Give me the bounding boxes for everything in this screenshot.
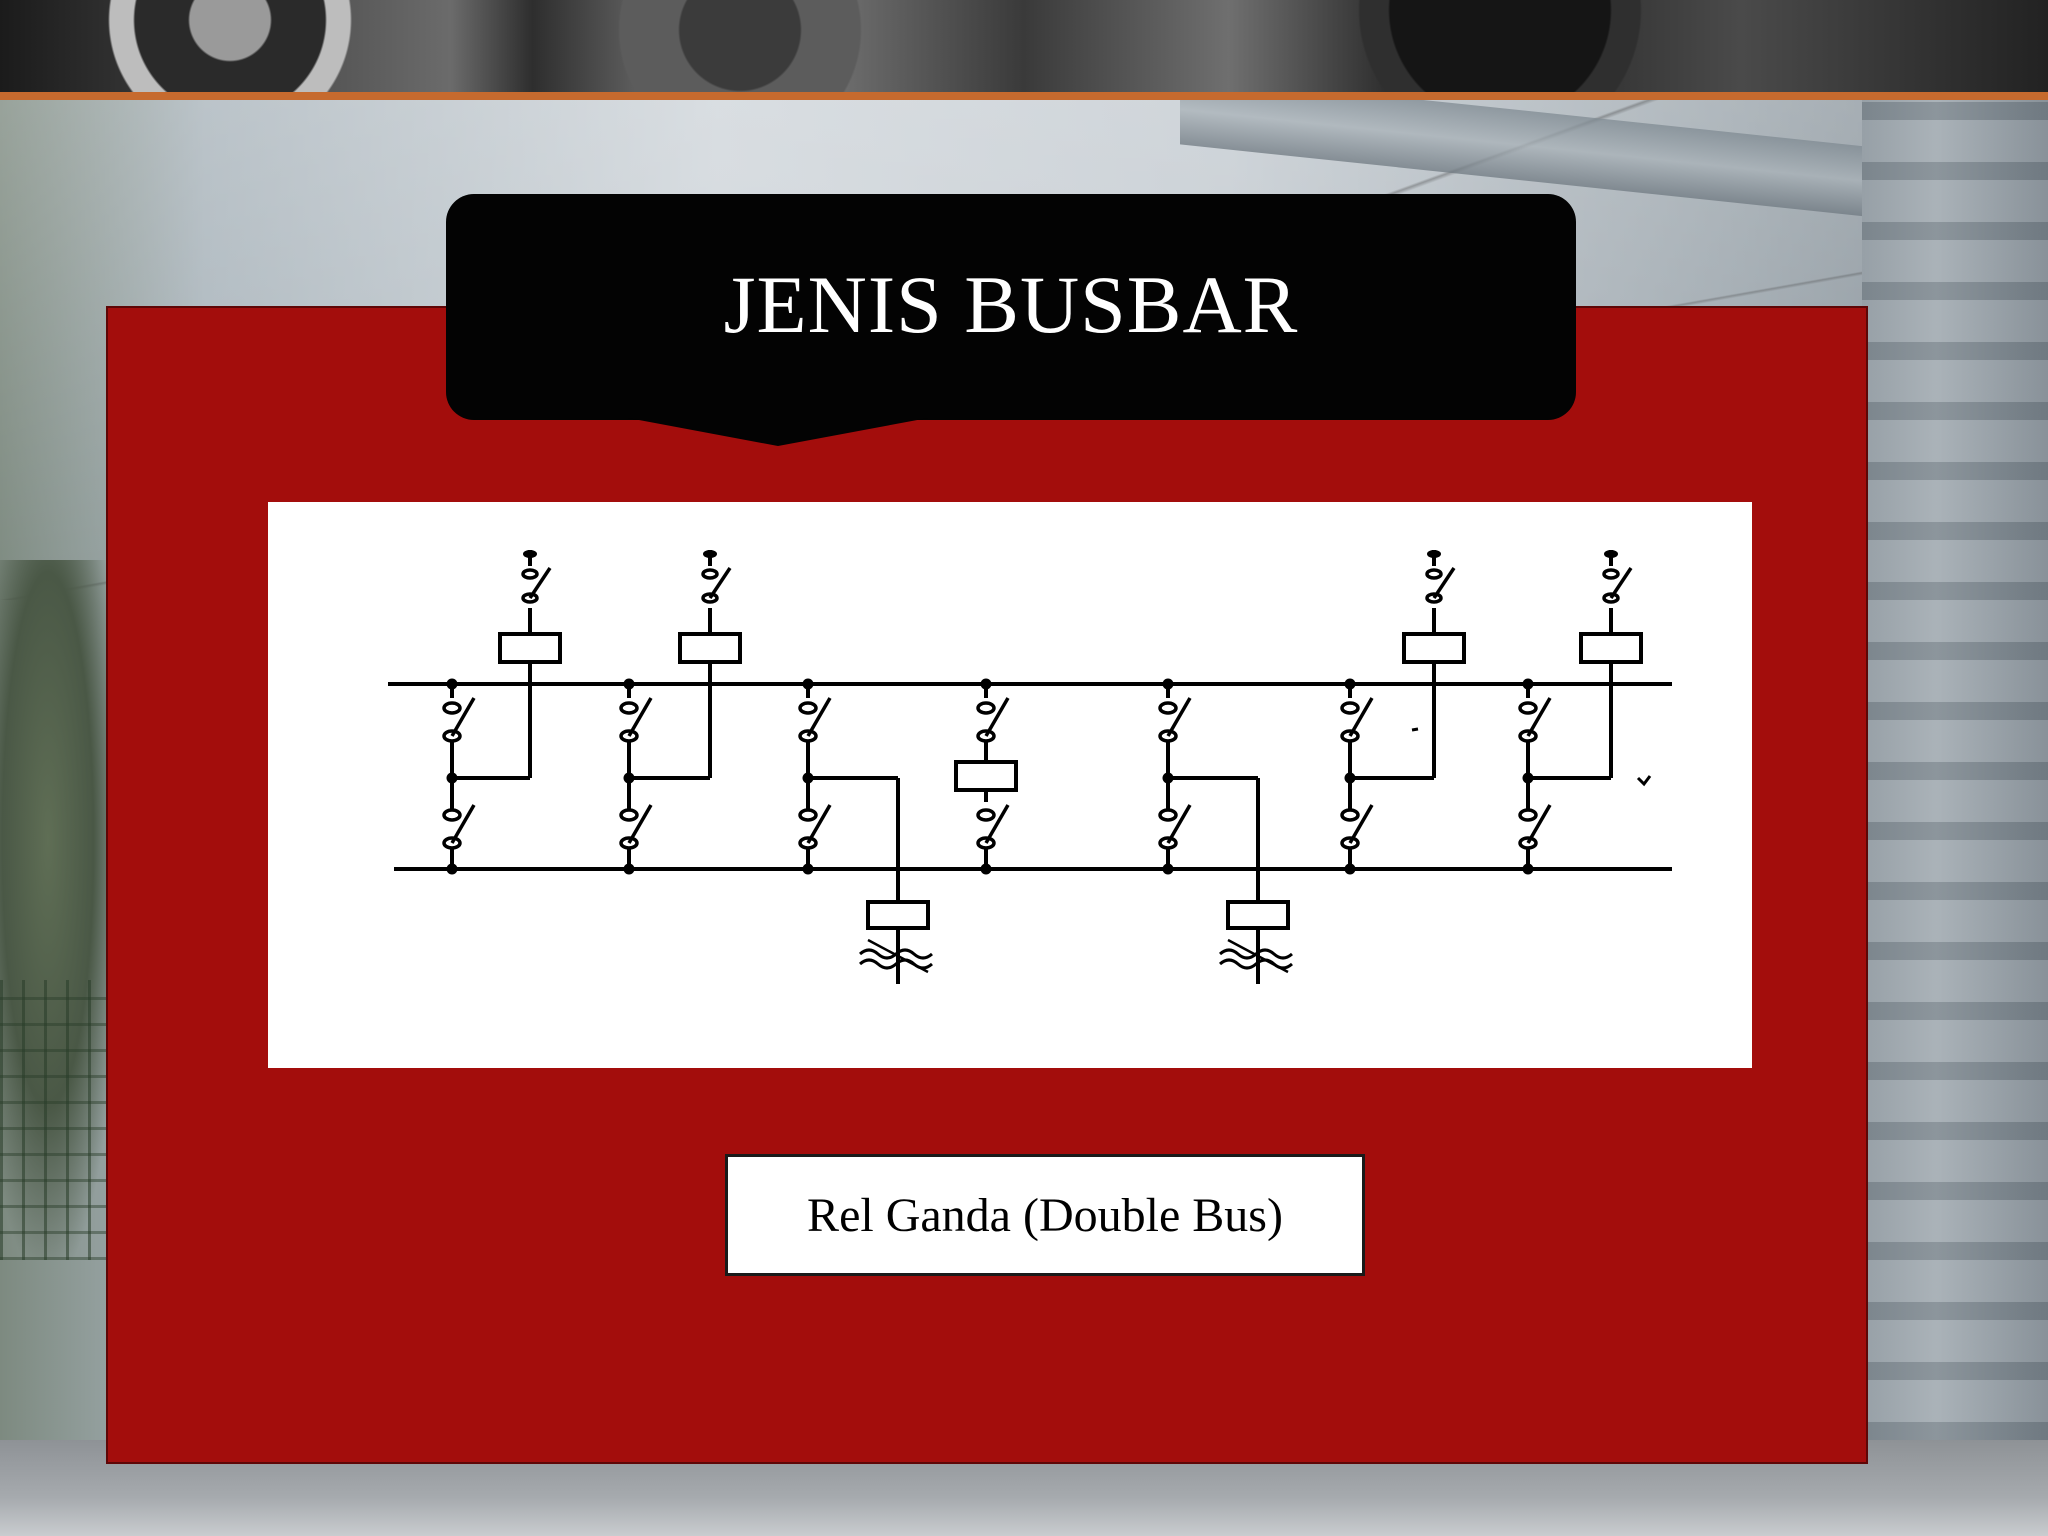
bay-8-bus2-disconnector-contact-a xyxy=(1518,808,1538,822)
bay-3-circuit-breaker xyxy=(866,900,930,930)
bay-8-line-disconnector-blade xyxy=(1609,567,1633,599)
bay-3-bus2-disconnector-contact-a xyxy=(798,808,818,822)
bay-2-bus2-disconnector-contact-a xyxy=(619,808,639,822)
bay-5-bus2-disconnector-blade xyxy=(1166,804,1192,844)
bay-8-line-contact xyxy=(1602,568,1620,580)
background-substation-structure xyxy=(1862,100,2048,1440)
bay-3-bus2-disconnector-blade xyxy=(806,804,832,844)
bay-1-bus1-disconnector-contact-a xyxy=(442,701,462,715)
bay-2-circuit-breaker xyxy=(678,632,742,664)
bay-2-line-disconnector-blade xyxy=(708,567,732,599)
bay-8-circuit-breaker xyxy=(1579,632,1643,664)
double-bus-diagram-svg xyxy=(388,550,1672,984)
bay-1-bus2-joint xyxy=(446,863,458,875)
bay-3-bus1-disconnector-contact-a xyxy=(798,701,818,715)
bay-2-bus1-disconnector-blade xyxy=(627,697,653,737)
bay-8-line-end xyxy=(1604,550,1618,558)
bay-1-line-end xyxy=(523,550,537,558)
bay-7-bus2-disconnector-blade xyxy=(1348,804,1374,844)
scan-mark-check xyxy=(1636,775,1652,787)
bay-5-bus1-disconnector-blade xyxy=(1166,697,1192,737)
bay-5-bus2-joint xyxy=(1162,863,1174,875)
bay-7-line-contact xyxy=(1425,568,1443,580)
bay-1-line-disconnector-blade xyxy=(528,567,552,599)
double-bus-diagram xyxy=(268,502,1752,1068)
bay-7-bus1-disconnector-contact-a xyxy=(1340,701,1360,715)
bus-coupler-bus2-joint xyxy=(980,863,992,875)
header-banner-image xyxy=(0,0,2048,92)
bay-8-bus2-joint xyxy=(1522,863,1534,875)
bay-5-circuit-breaker xyxy=(1226,900,1290,930)
bus-coupler-bus2-disconnector-contact-a xyxy=(976,808,996,822)
title-tab xyxy=(446,194,1576,420)
bay-8-bus1-disconnector-blade xyxy=(1526,697,1552,737)
bay-3-bus2-joint xyxy=(802,863,814,875)
bay-1-bus2-disconnector-blade xyxy=(450,804,476,844)
bay-1-line-contact xyxy=(521,568,539,580)
bay-7-line-disconnector-blade xyxy=(1432,567,1456,599)
header-accent-line xyxy=(0,92,2048,100)
bay-8-bus1-disconnector-contact-a xyxy=(1518,701,1538,715)
bay-1-bus2-disconnector-contact-a xyxy=(442,808,462,822)
slide-title: JENIS BUSBAR xyxy=(723,259,1299,350)
bay-7-bus1-disconnector-blade xyxy=(1348,697,1374,737)
bay-5-bus1-disconnector-contact-a xyxy=(1158,701,1178,715)
bay-8-bus2-disconnector-blade xyxy=(1526,804,1552,844)
bay-2-line-end xyxy=(703,550,717,558)
bay-7-bus2-joint xyxy=(1344,863,1356,875)
bay-3-cross-a xyxy=(867,938,929,974)
bus-coupler-bus1-disconnector-contact-a xyxy=(976,701,996,715)
bay-3-bus1-disconnector-blade xyxy=(806,697,832,737)
bay-2-bus2-disconnector-blade xyxy=(627,804,653,844)
bay-5-cross-a xyxy=(1227,938,1289,974)
bay-1-bus1-disconnector-blade xyxy=(450,697,476,737)
bus-coupler-circuit-breaker xyxy=(954,760,1018,792)
bay-7-circuit-breaker xyxy=(1402,632,1466,664)
bay-2-bus1-disconnector-contact-a xyxy=(619,701,639,715)
bay-2-bus2-joint xyxy=(623,863,635,875)
scan-mark xyxy=(1411,727,1419,732)
bay-2-line-contact xyxy=(701,568,719,580)
bay-5-bus2-disconnector-contact-a xyxy=(1158,808,1178,822)
bus-coupler-bus2-disconnector-blade xyxy=(984,804,1010,844)
bus-coupler-bus1-disconnector-blade xyxy=(984,697,1010,737)
diagram-caption: Rel Ganda (Double Bus) xyxy=(725,1154,1365,1276)
bay-7-bus2-disconnector-contact-a xyxy=(1340,808,1360,822)
bay-7-line-end xyxy=(1427,550,1441,558)
background-fence xyxy=(0,980,110,1260)
bay-1-circuit-breaker xyxy=(498,632,562,664)
